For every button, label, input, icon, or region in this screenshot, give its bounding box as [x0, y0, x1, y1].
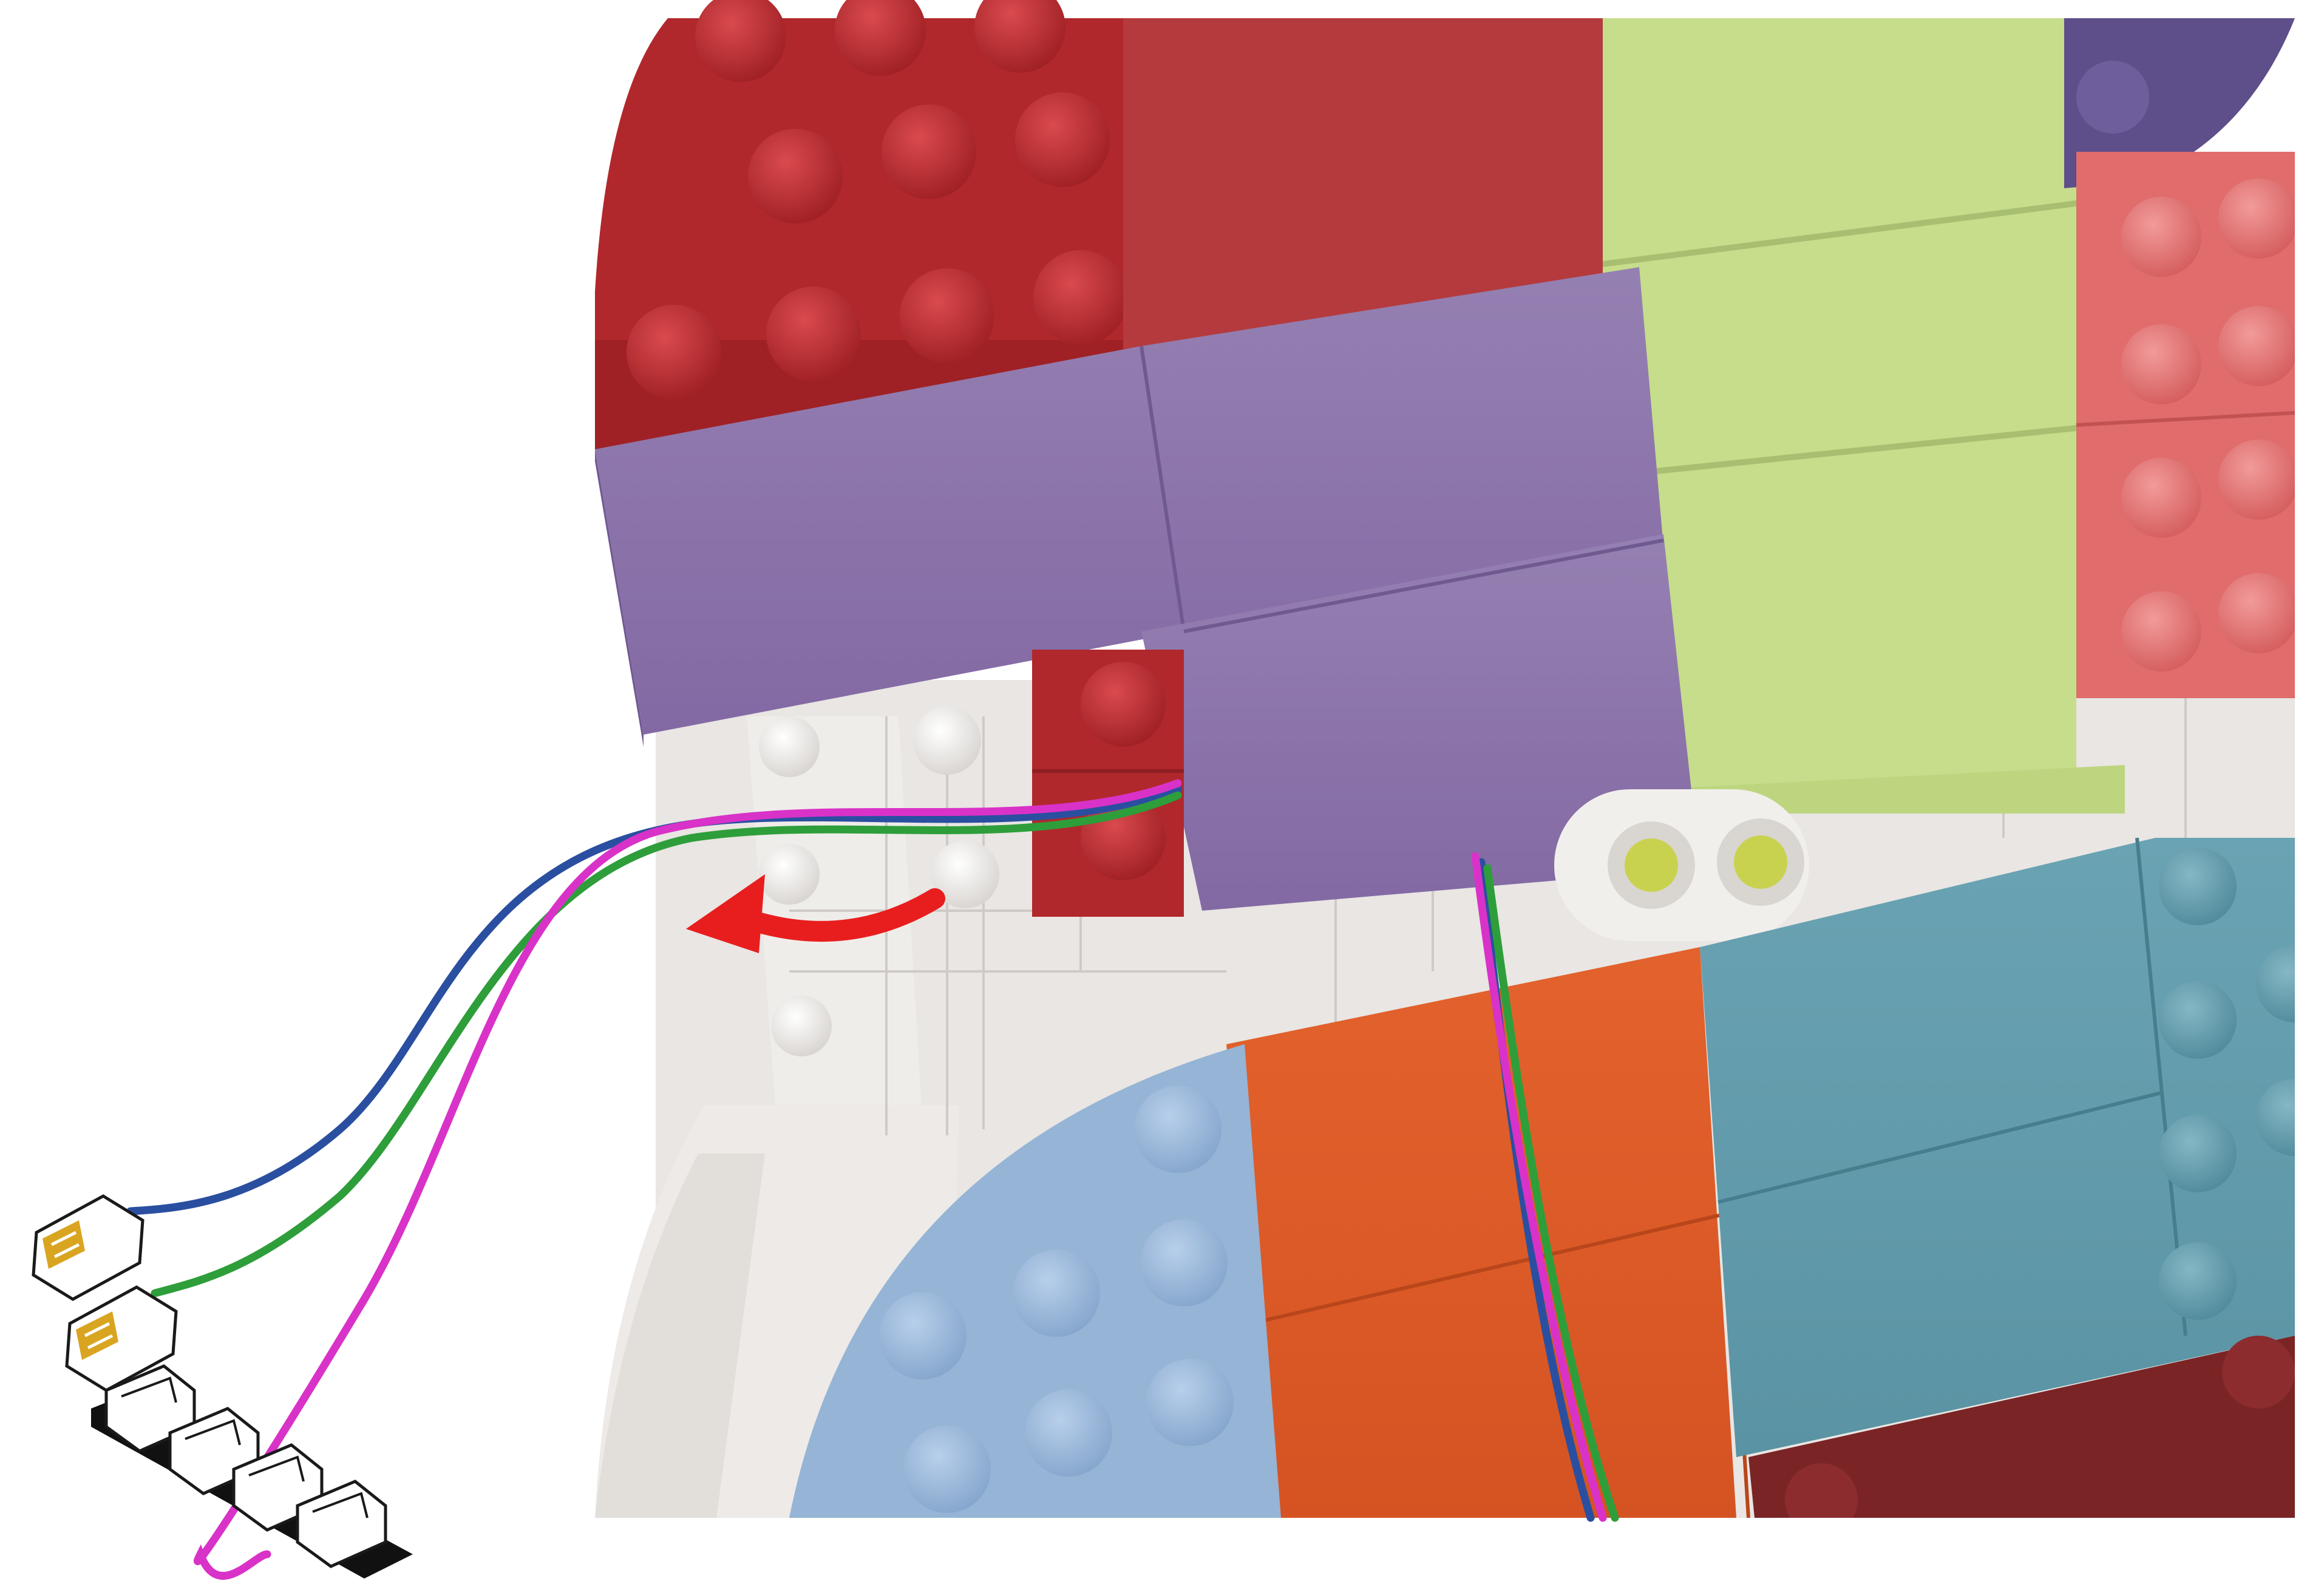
lime-tiles — [1603, 18, 2125, 814]
plug-connector-blue — [33, 1196, 143, 1299]
expansion-board — [91, 1366, 413, 1579]
orange-tiles — [1226, 947, 1748, 1518]
salmon-brick-column — [2076, 152, 2299, 698]
white-technic-beam — [1554, 789, 1809, 941]
white-strip — [2295, 0, 2324, 1584]
small-red-bricks — [1032, 650, 1184, 917]
